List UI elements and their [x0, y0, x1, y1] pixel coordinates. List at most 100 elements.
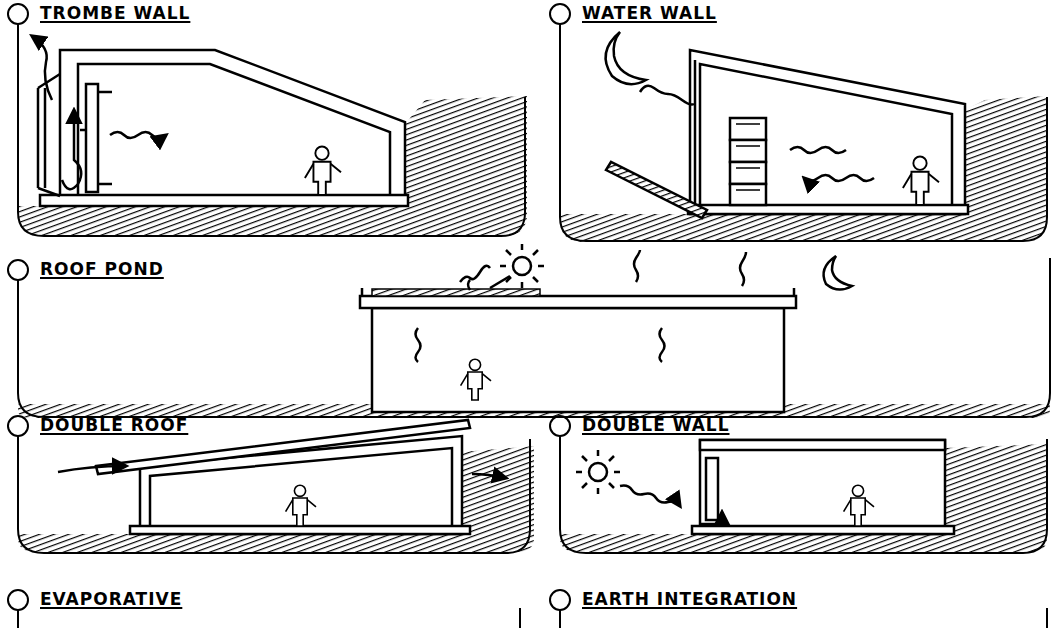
panel-heading: EARTH INTEGRATION [582, 589, 797, 609]
roof-pond-sketch-part [360, 296, 796, 308]
panel-frame: WATER WALL [548, 2, 1053, 247]
double-wall-sketch-part [700, 512, 722, 524]
panel-frame: DOUBLE WALL [548, 414, 1053, 559]
panel-heading: DOUBLE ROOF [40, 415, 188, 435]
roof-pond-sketch-part [660, 328, 665, 362]
double-roof-sketch-part [286, 485, 316, 526]
panel-heading: TROMBE WALL [40, 3, 190, 23]
water-wall-sketch-part [730, 162, 766, 184]
panel-marker [550, 590, 570, 610]
double-roof-sketch-part [462, 446, 534, 534]
double-roof-sketch-part [130, 526, 470, 534]
trombe-sketch-part [62, 110, 81, 189]
roof-pond-sketch-part [461, 359, 491, 400]
panel-marker [8, 416, 28, 436]
roof-pond-sketch-part [490, 276, 510, 288]
panel-marker [8, 4, 28, 24]
roof-pond-sketch-part [361, 288, 364, 296]
roof-pond-sketch-part [500, 244, 544, 288]
roof-pond-sketch-part [460, 266, 490, 290]
double-wall-sketch-part [945, 444, 1047, 534]
water-wall-sketch-part [790, 147, 846, 153]
double-wall-sketch-part [589, 463, 607, 481]
double-wall-sketch-part [844, 485, 874, 526]
double-wall-sketch-part [706, 458, 718, 520]
double-roof-sketch [18, 420, 534, 552]
panel-border [560, 436, 1047, 553]
trombe-sketch-part [86, 84, 98, 192]
water-wall-sketch-part [688, 205, 968, 214]
double-wall-sketch-part [692, 526, 954, 534]
panel-frame: DOUBLE ROOF [6, 414, 536, 559]
roof-pond-sketch-part [372, 289, 540, 296]
water-wall-sketch-part [736, 124, 760, 190]
water-wall-sketch-part [730, 184, 766, 205]
water-wall-sketch-part [560, 214, 1047, 242]
double-roof-sketch-part [58, 466, 126, 472]
trombe-sketch-part [400, 96, 527, 206]
trombe-sketch-part [18, 206, 527, 236]
trombe-sketch-part [80, 92, 112, 184]
double-wall-sketch-part [700, 440, 945, 450]
panel-outline [6, 2, 531, 242]
double-wall-sketch-part [700, 440, 945, 534]
roof-pond-sketch-part [416, 328, 421, 362]
water-wall-sketch-part [960, 96, 1047, 214]
double-roof-sketch-part [140, 436, 462, 534]
water-wall-sketch-part [730, 118, 766, 140]
panel-frame: EVAPORATIVE [6, 588, 526, 628]
panel-border [18, 608, 520, 628]
trombe-sketch-part [40, 195, 408, 206]
panel-heading: DOUBLE WALL [582, 415, 730, 435]
trombe-sketch-part [305, 147, 341, 195]
double-roof-sketch-part [18, 534, 534, 552]
water-wall-sketch-part [606, 162, 707, 218]
panel-marker [8, 590, 28, 610]
panel-outline [548, 414, 1053, 559]
panel-border [560, 24, 1047, 241]
water-wall-sketch-part [690, 50, 965, 214]
trombe-sketch-part [32, 36, 52, 100]
trombe-sketch-part [37, 88, 40, 188]
trombe-sketch-part [110, 132, 166, 138]
trombe-sketch-part [44, 88, 47, 188]
panel-border [18, 436, 530, 553]
panel-outline [6, 258, 1056, 423]
water-wall-sketch-part [700, 64, 952, 208]
trombe-sketch [18, 36, 527, 236]
panel-marker [550, 416, 570, 436]
roof-pond-sketch-part [740, 252, 746, 286]
panel-border [18, 24, 525, 236]
roof-pond-sketch [18, 244, 1050, 418]
panel-outline [548, 2, 1053, 247]
water-wall-sketch-part [606, 32, 646, 84]
double-wall-sketch-part [576, 450, 620, 494]
water-wall-sketch-part [640, 86, 694, 105]
water-wall-sketch-part [804, 175, 874, 181]
water-wall-sketch-part [730, 140, 766, 162]
trombe-sketch-part [78, 64, 390, 195]
water-wall-sketch-part [903, 157, 939, 205]
roof-pond-sketch-part [793, 288, 796, 296]
double-roof-sketch-part [472, 474, 506, 478]
panel-outline [6, 414, 536, 559]
roof-pond-sketch-part [513, 257, 531, 275]
panel-frame: ROOF POND [6, 258, 1056, 423]
roof-pond-sketch-part [634, 250, 640, 282]
panel-frame: TROMBE WALL [6, 2, 531, 242]
panel-heading: EVAPORATIVE [40, 589, 182, 609]
panel-heading: ROOF POND [40, 259, 164, 279]
roof-pond-sketch-part [824, 256, 852, 290]
panel-marker [550, 4, 570, 24]
water-wall-sketch [560, 32, 1047, 242]
panel-heading: WATER WALL [582, 3, 717, 23]
trombe-sketch-part [60, 50, 405, 205]
double-wall-sketch [560, 440, 1047, 552]
water-wall-sketch-part [694, 60, 697, 206]
double-wall-sketch-part [620, 486, 680, 507]
panel-marker [8, 260, 28, 280]
panel-border [560, 608, 1047, 628]
double-wall-sketch-part [560, 534, 1047, 552]
